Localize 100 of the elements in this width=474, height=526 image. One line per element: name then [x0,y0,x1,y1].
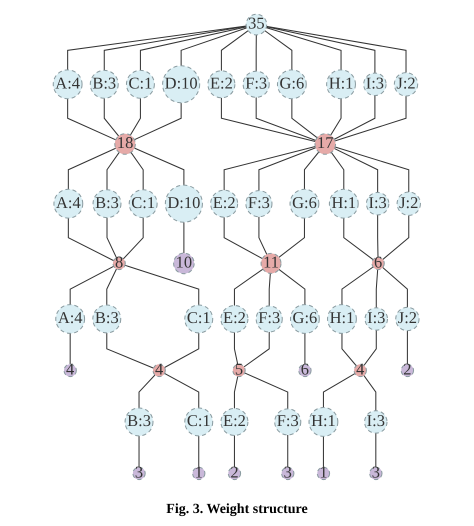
connector [164,372,200,408]
node-circle [92,189,122,218]
node-circle [314,133,336,155]
connector [364,375,376,411]
node-circle [124,407,154,436]
connector [244,372,288,409]
connector [266,27,342,70]
node-circle [281,466,295,480]
node-circle [372,256,385,270]
connector [335,146,410,192]
node-circle [210,190,238,218]
tree-diagram: 35 A:4 B:3 C:1 D:10 E:2 F:3 G:6 H:1 I:3 J:2 18 17 A:4 B:3 C:1 D:10 E:2 F:3 G:6 H:1 I:3 J:2 8 10 11 6 A:4 B:3 C:1 E:2 F:3 G:6 H:1 I:3 J:2 4 4 5 6 4 2 B:3 C:1 E:2 F:3 H:1 I:3 3 1 2 3 1 3 [45,4,429,494]
connector [256,34,257,72]
connector [292,98,318,138]
connector [266,26,376,74]
connector [287,434,288,468]
connector [138,436,140,468]
node-circle [260,252,282,274]
connector [382,215,410,260]
connector [382,267,408,308]
connector [258,216,268,255]
connector [134,102,182,140]
connector [125,264,200,306]
connector [343,218,374,260]
connector [264,30,293,70]
connector [376,270,378,308]
node-circle [132,466,146,480]
connector [221,98,316,142]
node-circle [126,70,156,99]
connector [138,374,156,408]
node-circle [329,188,359,219]
node-circle [52,69,83,100]
node-circle [128,189,158,218]
node-circle [92,304,122,334]
connector [180,27,247,66]
connector [342,333,357,366]
connector [184,222,185,254]
connector [140,26,247,70]
connector [224,217,263,260]
connector [234,435,236,468]
connector [278,218,306,258]
node-circle [246,14,268,36]
node-circle [192,466,206,480]
node-circle [308,407,339,437]
connector [106,332,154,369]
connector [134,148,185,186]
node-circle [363,72,387,96]
connector [258,147,316,191]
node-circle [316,466,330,480]
node-circle [184,304,214,334]
node-circle [256,305,283,333]
connector [198,436,200,468]
node-circle [354,364,368,378]
connector [106,218,118,258]
connector [70,266,114,305]
connector [335,96,407,142]
node-circle [246,190,273,218]
node-circle [396,192,422,216]
connector [70,333,71,364]
connector [106,152,120,190]
connector [304,152,320,190]
node-circle [326,69,356,100]
node-circle [394,72,418,96]
node-circle [277,69,307,100]
connector [334,148,378,192]
node-circle [274,408,302,436]
connector [375,433,376,468]
connector [268,273,271,306]
connector [266,26,407,73]
connector [256,97,316,141]
node-circle [327,304,358,334]
node-circle [114,133,136,155]
connector [304,333,306,364]
node-circle [232,364,246,378]
connector [104,98,120,136]
connector [130,98,142,136]
connector [67,98,116,140]
connector [106,268,118,306]
node-circle [64,364,78,378]
connector [68,218,114,262]
node-circle [364,307,388,331]
node-circle [152,364,166,378]
connector [278,269,306,305]
node-circle [208,70,236,98]
node-circle [290,188,320,219]
node-circle [395,306,420,332]
connector [323,436,324,468]
node-circle [173,252,195,274]
connector [342,266,374,305]
connector [244,332,270,368]
connector [221,30,249,71]
node-circle [184,407,214,436]
node-circle [298,364,312,378]
connector [331,152,344,190]
connector [67,25,246,70]
node-circle [228,466,242,480]
node-circle [400,364,414,378]
node-circle [112,256,126,270]
node-circle [242,70,270,98]
node-circle [290,304,320,334]
